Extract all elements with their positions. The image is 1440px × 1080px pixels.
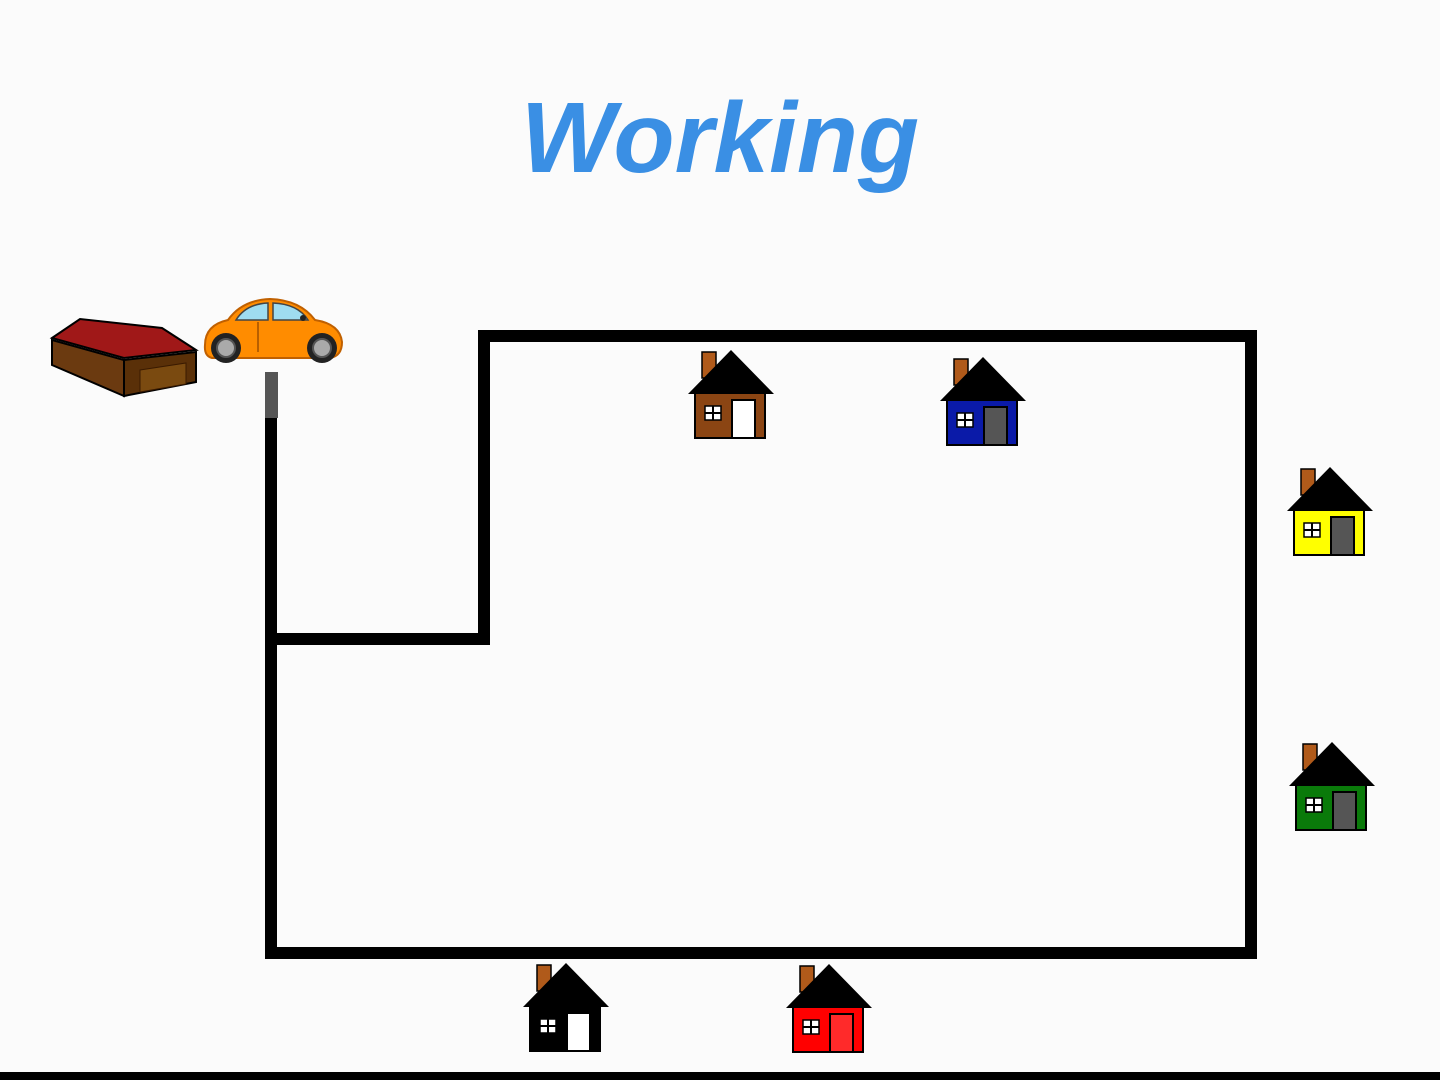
bottom-border — [0, 1072, 1440, 1080]
title: Working — [520, 82, 920, 194]
road-outer-loop — [265, 330, 1257, 959]
brown-house-icon — [688, 350, 774, 439]
green-house-icon — [1289, 742, 1375, 831]
car-icon — [203, 297, 344, 363]
road-network — [265, 330, 1257, 959]
houses — [523, 350, 1375, 1053]
yellow-house-icon — [1287, 467, 1373, 556]
black-house-icon — [523, 963, 609, 1052]
road-start-segment — [265, 372, 278, 418]
garage-icon — [49, 317, 199, 398]
blue-house-icon — [940, 357, 1026, 446]
red-house-icon — [786, 964, 872, 1053]
